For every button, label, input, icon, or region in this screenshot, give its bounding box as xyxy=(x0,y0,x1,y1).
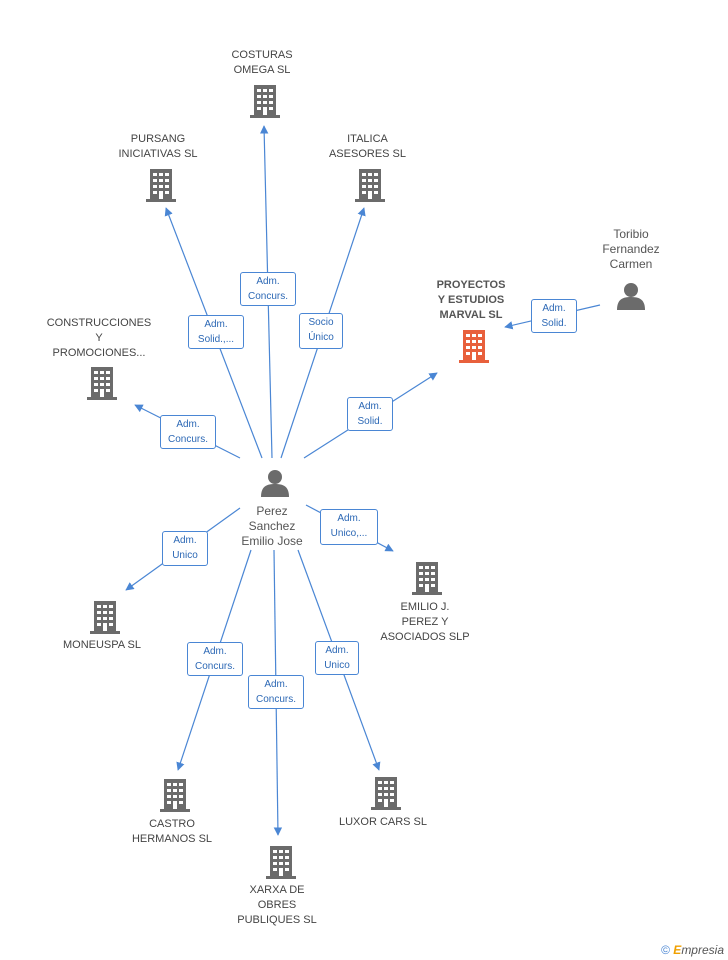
building-icon-costuras[interactable] xyxy=(250,85,280,118)
building-icon-luxor[interactable] xyxy=(371,777,401,810)
edges xyxy=(125,125,601,836)
building-icon-pursang[interactable] xyxy=(146,169,176,202)
node-label-costuras[interactable]: COSTURAS OMEGA SL xyxy=(231,49,293,76)
empresia-footer[interactable]: © Empresia xyxy=(661,943,724,957)
person-icon-toribio[interactable] xyxy=(617,283,645,310)
node-label-pursang[interactable]: PURSANG INICIATIVAS SL xyxy=(118,133,198,160)
building-icon-castro[interactable] xyxy=(160,779,190,812)
edge-label-luxor[interactable]: Adm. Unico xyxy=(315,641,359,675)
copyright-icon: © xyxy=(661,943,670,957)
node-label-castro[interactable]: CASTRO HERMANOS SL xyxy=(131,818,213,845)
empresia-logo-icon: E xyxy=(673,943,682,957)
edge-label-proyectos[interactable]: Adm. Solid. xyxy=(347,397,393,431)
nodes-icons xyxy=(87,85,645,879)
edge-label-xarxa[interactable]: Adm. Concurs. xyxy=(248,675,304,709)
edge-label-italica[interactable]: Socio Único xyxy=(299,313,343,349)
node-label-luxor[interactable]: LUXOR CARS SL xyxy=(338,816,428,828)
building-icon-italica[interactable] xyxy=(355,169,385,202)
edge-label-costuras[interactable]: Adm. Concurs. xyxy=(240,272,296,306)
node-label-toribio[interactable]: Toribio Fernandez Carmen xyxy=(602,227,660,271)
building-icon-construcciones[interactable] xyxy=(87,367,117,400)
node-label-perez[interactable]: Perez Sanchez Emilio Jose xyxy=(241,504,303,548)
person-icon-perez[interactable] xyxy=(261,470,289,497)
empresia-brand: mpresia xyxy=(681,943,724,957)
building-icon-moneuspa[interactable] xyxy=(90,601,120,634)
edge-label-pursang[interactable]: Adm. Solid.,... xyxy=(188,315,244,349)
node-label-proyectos[interactable]: PROYECTOS Y ESTUDIOS MARVAL SL xyxy=(436,279,506,321)
node-label-italica[interactable]: ITALICA ASESORES SL xyxy=(328,133,407,160)
building-icon-proyectos[interactable] xyxy=(459,330,489,363)
building-icon-emilio[interactable] xyxy=(412,562,442,595)
node-label-construcciones[interactable]: CONSTRUCCIONES Y PROMOCIONES... xyxy=(46,317,152,359)
node-label-moneuspa[interactable]: MONEUSPA SL xyxy=(62,639,142,651)
node-label-emilio[interactable]: EMILIO J. PEREZ Y ASOCIADOS SLP xyxy=(380,601,470,643)
edge-label-toribio[interactable]: Adm. Solid. xyxy=(531,299,577,333)
edge-label-castro[interactable]: Adm. Concurs. xyxy=(187,642,243,676)
edge-label-construcciones[interactable]: Adm. Concurs. xyxy=(160,415,216,449)
edge-label-moneuspa[interactable]: Adm. Unico xyxy=(162,531,208,566)
node-label-xarxa[interactable]: XARXA DE OBRES PUBLIQUES SL xyxy=(237,884,317,926)
edge-label-emilio[interactable]: Adm. Unico,... xyxy=(320,509,378,545)
building-icon-xarxa[interactable] xyxy=(266,846,296,879)
